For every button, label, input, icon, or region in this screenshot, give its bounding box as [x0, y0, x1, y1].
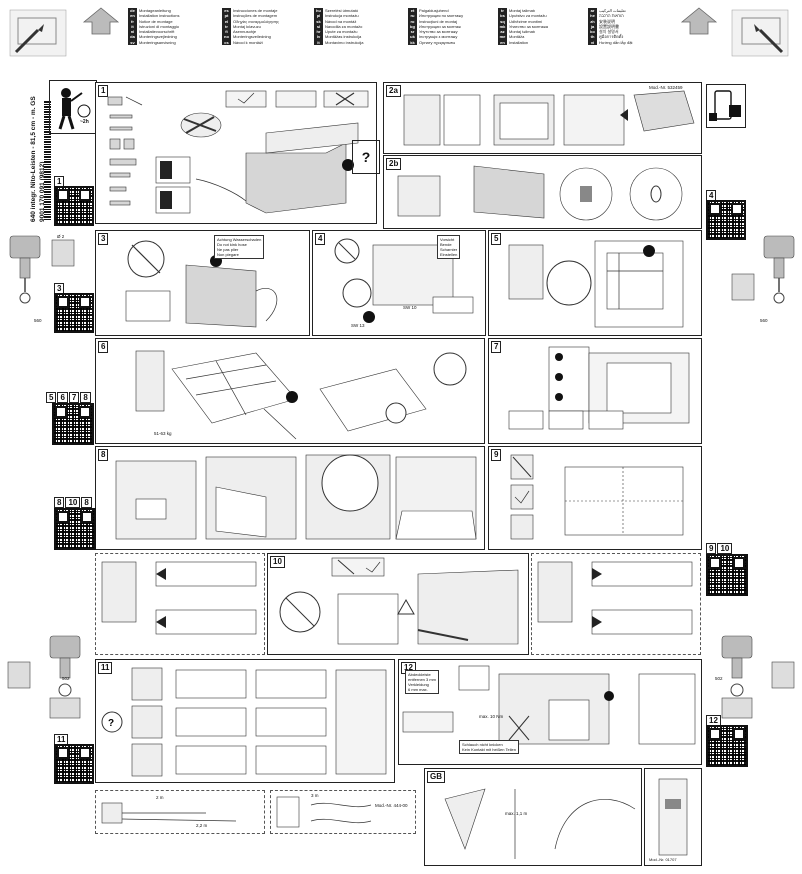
drill-icon: [731, 235, 795, 304]
qr-code-5[interactable]: [52, 403, 94, 445]
dim-3m: 3 m: [311, 793, 319, 798]
drill-icon: [721, 635, 795, 719]
dim-2-2m: 2,2 m: [196, 823, 208, 828]
step-number: GB: [427, 771, 445, 783]
barcode: [44, 100, 51, 220]
svg-text:?: ?: [108, 718, 114, 729]
step-number: 11: [98, 662, 113, 674]
step-number: 7: [491, 341, 502, 353]
step-number: 2b: [386, 158, 402, 170]
sw13-label: SW 13: [351, 323, 365, 328]
panel-step-2a: 2a Mod.-Nr. 532459: [383, 82, 702, 154]
dim-560-right: 560: [760, 318, 768, 323]
panel-step-1: 1: [95, 82, 377, 224]
panel-step-7: 7: [488, 338, 702, 444]
qr-code-9[interactable]: [706, 554, 748, 596]
drill-icon: [7, 635, 81, 719]
weight-label: 51-63 kg: [154, 431, 172, 436]
step-number: 9: [491, 449, 502, 461]
side-model-text: 640 integr. Nito-Leisten - 81,5 cm - m. …: [30, 96, 37, 222]
qr-code-12[interactable]: [706, 725, 748, 767]
time-label: ~2h: [80, 119, 89, 125]
qr-code-3[interactable]: [54, 293, 94, 333]
qr-code-1[interactable]: [54, 186, 94, 226]
pencil-icon: [9, 9, 67, 57]
drill-icon: [9, 235, 75, 304]
house-arrow-icon: [82, 7, 120, 35]
step-number: 5: [491, 233, 502, 245]
panel-step-5: 5: [488, 230, 702, 336]
tools-icon: [58, 88, 91, 130]
hose-lengths: 2 m 2,2 m: [95, 790, 265, 834]
hinge-adjust-right: [531, 553, 701, 655]
house-arrow-icon: [680, 7, 718, 35]
panel-step-9: 9: [488, 446, 702, 550]
phone-qr-box: [706, 84, 746, 128]
panel-step-11: 11 ?: [95, 659, 395, 783]
max-1m-label: max. 1,1 m: [505, 811, 528, 816]
qr-code-8[interactable]: [54, 508, 96, 550]
qr-code-11[interactable]: [54, 744, 94, 784]
mod-nr-2: Mod.-Nr. 444-00: [375, 803, 408, 808]
step-number: 1: [98, 85, 109, 97]
dim-502-right: 502: [715, 676, 723, 681]
tools-box: ~2h: [49, 80, 97, 134]
max-10nm-label: max. 10 Nm: [479, 714, 504, 719]
step-number: 6: [98, 341, 109, 353]
panel-step-10: 10: [267, 553, 529, 655]
step-number: 10: [270, 556, 285, 568]
step-number: 3: [98, 233, 109, 245]
drill-diameter: Ø 2: [57, 234, 65, 239]
panel-step-2b: 2b: [383, 155, 702, 229]
mod-nr-gb: Mod.-Nr. 01707: [649, 857, 677, 862]
dim-2m: 2 m: [156, 795, 164, 800]
hinge-adjust-left: [95, 553, 265, 655]
panel-step-gb: GB max. 1,1 m: [424, 768, 642, 866]
dim-502-left: 502: [62, 676, 70, 681]
dim-560-left: 560: [34, 318, 42, 323]
panel-step-6: 6 51-63 kg: [95, 338, 485, 444]
phone-icon: [709, 90, 741, 121]
qr-code-4[interactable]: [706, 200, 746, 240]
tool-parts: [107, 96, 143, 206]
sw10-label: SW 10: [403, 305, 417, 310]
step-number: 2a: [386, 85, 401, 97]
model-label-right: Mod.-Nr. 532459: [649, 85, 683, 90]
step-number: 8: [98, 449, 109, 461]
step-number: 4: [315, 233, 326, 245]
panel-gb-side: Mod.-Nr. 01707: [644, 768, 702, 866]
hose-options: 3 m Mod.-Nr. 444-00: [270, 790, 416, 834]
pencil-icon: [731, 9, 789, 57]
panel-step-8: 8: [95, 446, 485, 550]
question-box: ?: [352, 140, 380, 174]
